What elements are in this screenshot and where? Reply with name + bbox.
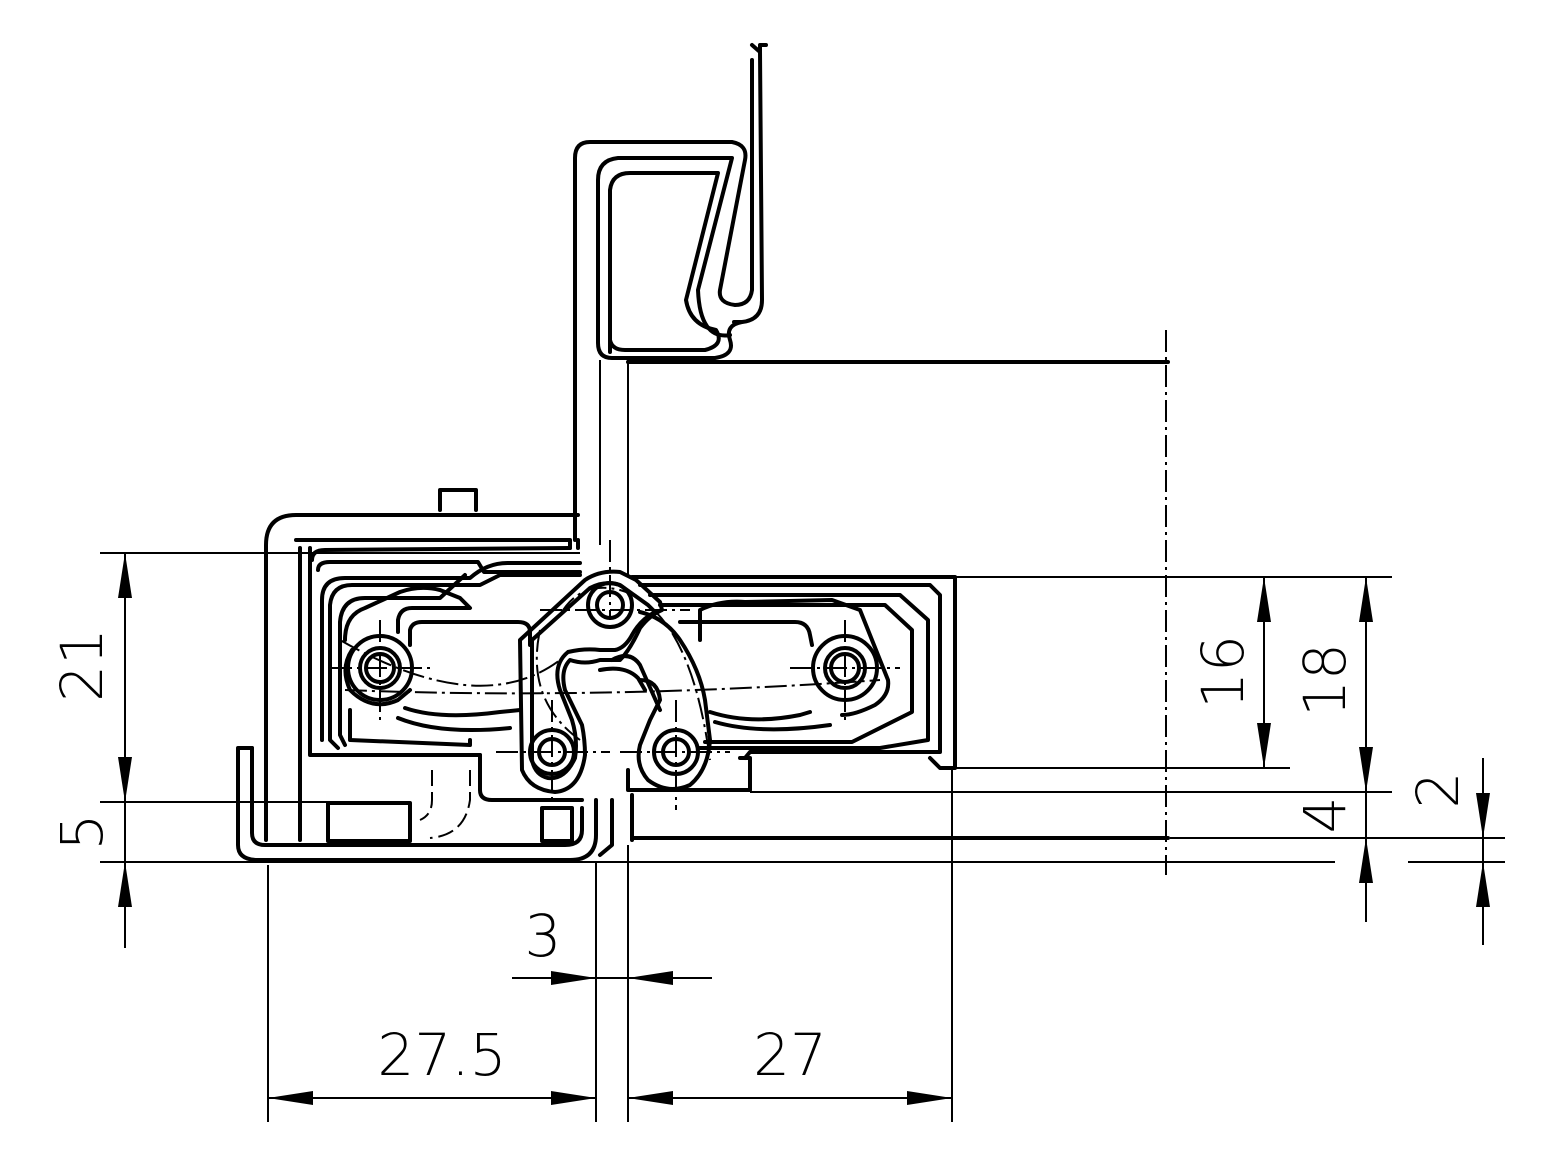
hinge-right-arm — [598, 575, 1170, 857]
dim-right-width: 27 — [753, 1021, 827, 1089]
dimension-lines — [100, 552, 1505, 1122]
dim-left-width: 27.5 — [377, 1021, 506, 1089]
dim-offset-2: 2 — [1404, 772, 1472, 809]
center-lines — [330, 330, 1167, 875]
dim-base-height: 5 — [48, 814, 116, 851]
hinge-left-arm — [310, 546, 582, 750]
dimension-labels: 27.5 27 3 21 5 16 18 4 2 — [48, 628, 1472, 1089]
dim-offset-4: 4 — [1291, 797, 1359, 834]
frame-bracket — [236, 488, 598, 862]
dim-body-height: 16 — [1189, 635, 1257, 709]
dim-gap: 3 — [525, 902, 562, 970]
dim-overall-height: 21 — [48, 628, 116, 702]
door-profile — [573, 43, 1170, 575]
dim-right-height: 18 — [1291, 643, 1359, 717]
